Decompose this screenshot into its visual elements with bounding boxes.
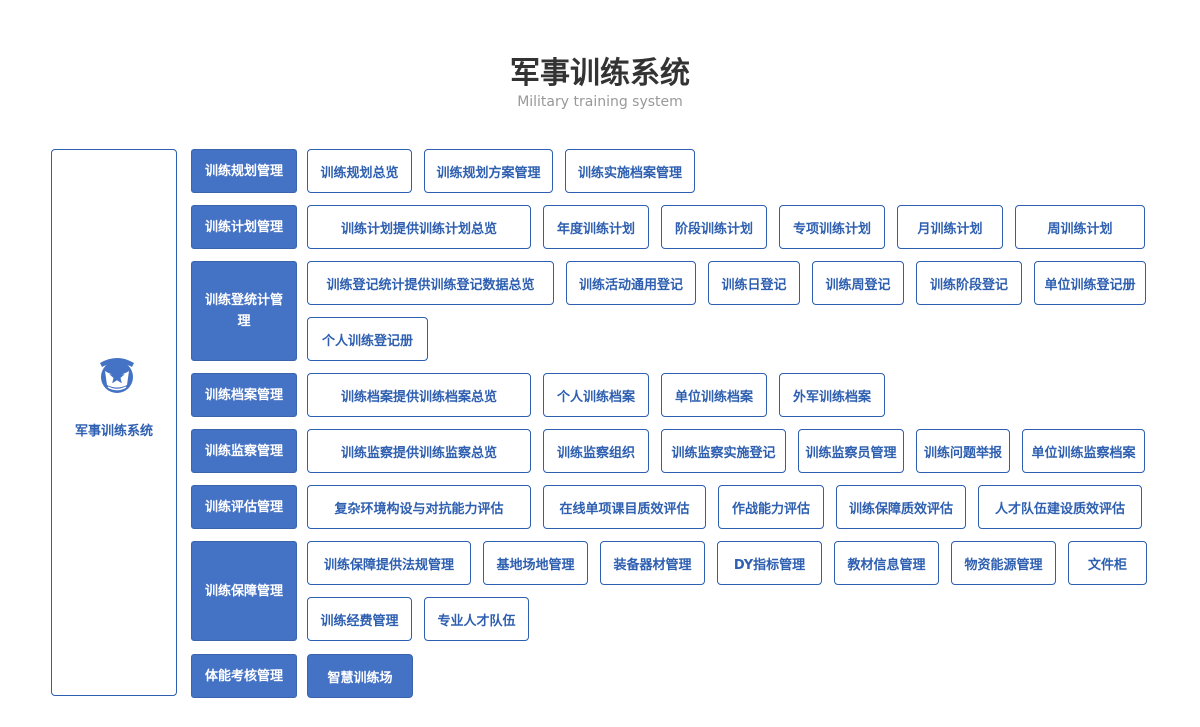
category-archive-management[interactable]: 训练档案管理 xyxy=(191,373,297,417)
category-fitness-management[interactable]: 体能考核管理 xyxy=(191,654,297,698)
category-items: 训练规划总览 训练规划方案管理 训练实施档案管理 xyxy=(307,149,1147,193)
category-items: 训练计划提供训练计划总览 年度训练计划 阶段训练计划 专项训练计划 月训练计划 … xyxy=(307,205,1147,249)
module-button[interactable]: 专业人才队伍 xyxy=(424,597,529,641)
category-items: 训练保障提供法规管理 基地场地管理 装备器材管理 DY指标管理 教材信息管理 物… xyxy=(307,541,1147,641)
module-button[interactable]: 训练监察组织 xyxy=(543,429,649,473)
category-plan-management[interactable]: 训练计划管理 xyxy=(191,205,297,249)
module-button[interactable]: 训练阶段登记 xyxy=(916,261,1022,305)
module-button[interactable]: 个人训练登记册 xyxy=(307,317,428,361)
module-button[interactable]: 训练实施档案管理 xyxy=(565,149,695,193)
system-panel: 军事训练系统 xyxy=(51,149,177,696)
module-button[interactable]: 周训练计划 xyxy=(1015,205,1145,249)
module-button[interactable]: 训练活动通用登记 xyxy=(566,261,696,305)
module-button[interactable]: 训练周登记 xyxy=(812,261,904,305)
category-items: 智慧训练场 xyxy=(307,654,1147,698)
module-button[interactable]: 训练经费管理 xyxy=(307,597,412,641)
category-items: 训练档案提供训练档案总览 个人训练档案 单位训练档案 外军训练档案 xyxy=(307,373,1147,417)
module-button[interactable]: 专项训练计划 xyxy=(779,205,885,249)
module-button[interactable]: 训练保障提供法规管理 xyxy=(307,541,471,585)
module-button[interactable]: 物资能源管理 xyxy=(951,541,1056,585)
module-button[interactable]: 训练监察员管理 xyxy=(798,429,904,473)
module-button[interactable]: 个人训练档案 xyxy=(543,373,649,417)
module-button[interactable]: 阶段训练计划 xyxy=(661,205,767,249)
page-subtitle: Military training system xyxy=(517,94,683,110)
system-label: 军事训练系统 xyxy=(74,424,153,439)
module-button[interactable]: 训练日登记 xyxy=(708,261,800,305)
module-button[interactable]: 训练计划提供训练计划总览 xyxy=(307,205,531,249)
category-items: 复杂环境构设与对抗能力评估 在线单项课目质效评估 作战能力评估 训练保障质效评估… xyxy=(307,485,1147,529)
module-button[interactable]: DY指标管理 xyxy=(717,541,822,585)
module-button[interactable]: 训练登记统计提供训练登记数据总览 xyxy=(307,261,554,305)
module-button[interactable]: 单位训练监察档案 xyxy=(1022,429,1145,473)
module-button[interactable]: 作战能力评估 xyxy=(718,485,824,529)
shield-star-icon xyxy=(100,358,134,393)
module-button[interactable]: 训练保障质效评估 xyxy=(836,485,966,529)
module-button[interactable]: 年度训练计划 xyxy=(543,205,649,249)
module-button[interactable]: 训练档案提供训练档案总览 xyxy=(307,373,531,417)
page-title: 军事训练系统 xyxy=(510,56,690,91)
category-items: 训练监察提供训练监察总览 训练监察组织 训练监察实施登记 训练监察员管理 训练问… xyxy=(307,429,1147,473)
module-button[interactable]: 装备器材管理 xyxy=(600,541,705,585)
module-button[interactable]: 训练规划总览 xyxy=(307,149,412,193)
module-button[interactable]: 基地场地管理 xyxy=(483,541,588,585)
module-button[interactable]: 月训练计划 xyxy=(897,205,1003,249)
module-button[interactable]: 训练问题举报 xyxy=(916,429,1010,473)
module-button[interactable]: 单位训练登记册 xyxy=(1034,261,1146,305)
module-button[interactable]: 训练规划方案管理 xyxy=(424,149,553,193)
category-items: 训练登记统计提供训练登记数据总览 训练活动通用登记 训练日登记 训练周登记 训练… xyxy=(307,261,1147,361)
category-evaluation-management[interactable]: 训练评估管理 xyxy=(191,485,297,529)
category-support-management[interactable]: 训练保障管理 xyxy=(191,541,297,641)
smart-training-field-button[interactable]: 智慧训练场 xyxy=(307,654,413,698)
category-registration-management[interactable]: 训练登统计管理 xyxy=(191,261,297,361)
module-button[interactable]: 单位训练档案 xyxy=(661,373,767,417)
module-button[interactable]: 在线单项课目质效评估 xyxy=(543,485,706,529)
module-button[interactable]: 文件柜 xyxy=(1068,541,1147,585)
module-button[interactable]: 复杂环境构设与对抗能力评估 xyxy=(307,485,531,529)
category-inspection-management[interactable]: 训练监察管理 xyxy=(191,429,297,473)
module-button[interactable]: 训练监察提供训练监察总览 xyxy=(307,429,531,473)
category-planning-management[interactable]: 训练规划管理 xyxy=(191,149,297,193)
module-button[interactable]: 教材信息管理 xyxy=(834,541,939,585)
module-button[interactable]: 外军训练档案 xyxy=(779,373,885,417)
module-button[interactable]: 训练监察实施登记 xyxy=(661,429,786,473)
module-button[interactable]: 人才队伍建设质效评估 xyxy=(978,485,1142,529)
